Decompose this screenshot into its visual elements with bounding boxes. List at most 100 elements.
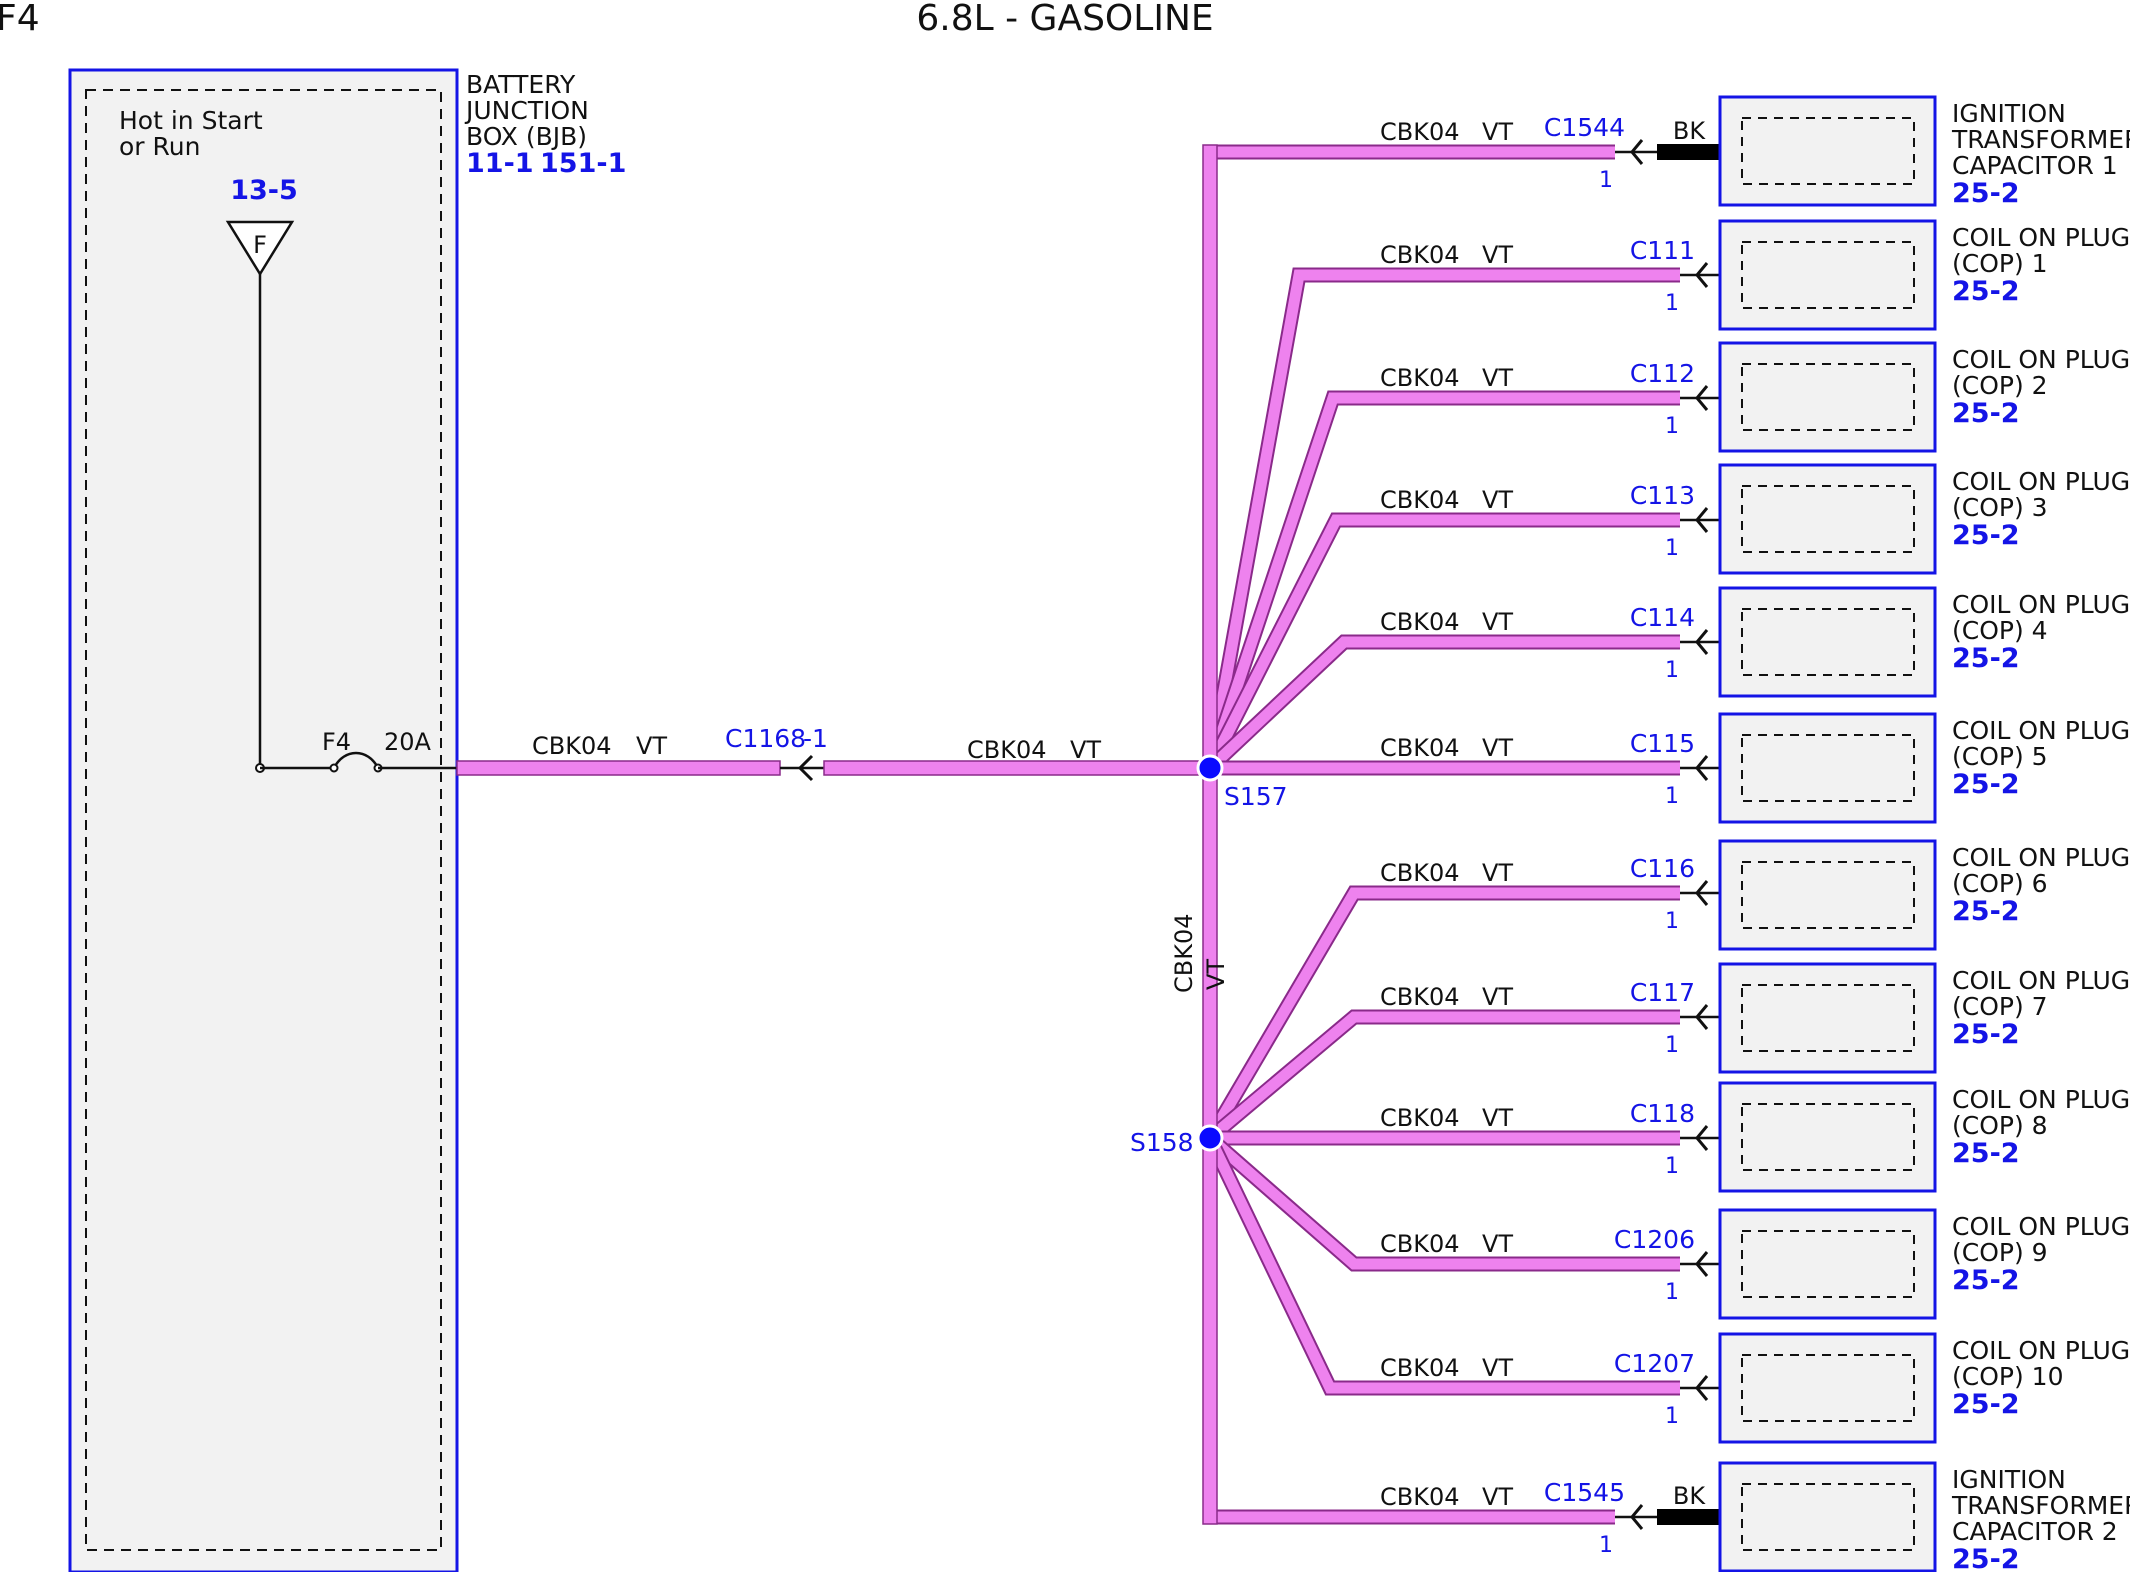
connector-label[interactable]: C111 bbox=[1630, 236, 1695, 265]
branch-wire[interactable] bbox=[1206, 1133, 1680, 1270]
connector-label[interactable]: C1545 bbox=[1544, 1478, 1625, 1507]
connector-pin: 1 bbox=[1599, 1533, 1613, 1558]
connector-arrow-icon bbox=[1695, 880, 1709, 906]
coil-on-plug-component[interactable] bbox=[1718, 463, 1937, 575]
coil-on-plug-component[interactable] bbox=[1718, 962, 1937, 1074]
branch-color-label: VT bbox=[1482, 364, 1513, 392]
coil-on-plug-component[interactable] bbox=[1718, 1332, 1937, 1444]
component-name-line: (COP) 7 bbox=[1952, 992, 2048, 1021]
connector-label[interactable]: C116 bbox=[1630, 854, 1695, 883]
branch-wire[interactable] bbox=[1204, 392, 1680, 770]
splice-s158[interactable] bbox=[1196, 1124, 1224, 1152]
feed-ref-link[interactable]: 13-5 bbox=[230, 175, 298, 206]
splice-s157[interactable] bbox=[1196, 754, 1224, 782]
connector-label[interactable]: C115 bbox=[1630, 729, 1695, 758]
coil-on-plug-component[interactable] bbox=[1718, 341, 1937, 453]
connector-arrow-icon bbox=[1695, 385, 1709, 411]
connector-label[interactable]: C117 bbox=[1630, 978, 1695, 1007]
ignition-capacitor-component[interactable] bbox=[1718, 95, 1937, 207]
pigtail-wire[interactable] bbox=[1657, 144, 1720, 160]
component-ref-link[interactable]: 25-2 bbox=[1952, 896, 2020, 927]
component-ref-link[interactable]: 25-2 bbox=[1952, 520, 2020, 551]
coil-on-plug-component[interactable] bbox=[1718, 839, 1937, 951]
connector-pin: 1 bbox=[1665, 1033, 1679, 1058]
connector-pin: 1 bbox=[1665, 291, 1679, 316]
coil-on-plug-component[interactable] bbox=[1718, 712, 1937, 824]
component-ref-link[interactable]: 25-2 bbox=[1952, 398, 2020, 429]
inline-connector-arrow-icon bbox=[797, 754, 814, 782]
pigtail-color-label: BK bbox=[1673, 117, 1706, 145]
bjb-ref-link-1[interactable]: 11-1 bbox=[466, 148, 534, 179]
branch-color-label: VT bbox=[1482, 608, 1513, 636]
coil-on-plug-component[interactable] bbox=[1718, 1208, 1937, 1320]
wire-segment-2-color: VT bbox=[1070, 736, 1101, 764]
branch-wire[interactable] bbox=[1206, 636, 1680, 773]
pigtail-wire[interactable] bbox=[1657, 1509, 1720, 1525]
trunk-wire[interactable] bbox=[1202, 144, 1218, 1525]
branch-color-label: VT bbox=[1482, 1354, 1513, 1382]
inline-connector-pin: -1 bbox=[803, 724, 828, 753]
coil-on-plug-component[interactable] bbox=[1718, 586, 1937, 698]
branch-color-label: VT bbox=[1482, 1230, 1513, 1258]
component-name-line: COIL ON PLUG bbox=[1952, 843, 2130, 872]
connector-label[interactable]: C1544 bbox=[1544, 113, 1625, 142]
component-ref-link[interactable]: 25-2 bbox=[1952, 178, 2020, 209]
component-box bbox=[1718, 1332, 1937, 1444]
connector-label[interactable]: C112 bbox=[1630, 359, 1695, 388]
branch-wire[interactable] bbox=[1205, 887, 1680, 1141]
component-ref-link[interactable]: 25-2 bbox=[1952, 276, 2020, 307]
component-inner-box bbox=[1741, 734, 1915, 802]
connector-label[interactable]: C114 bbox=[1630, 603, 1695, 632]
component-name-line: COIL ON PLUG bbox=[1952, 1085, 2130, 1114]
component-ref-link[interactable]: 25-2 bbox=[1952, 643, 2020, 674]
coil-on-plug-component[interactable] bbox=[1718, 219, 1937, 331]
component-name-line: (COP) 6 bbox=[1952, 869, 2048, 898]
component-ref-link[interactable]: 25-2 bbox=[1952, 1138, 2020, 1169]
branch-wire[interactable] bbox=[1205, 1135, 1680, 1394]
connector-arrow-icon bbox=[1630, 139, 1644, 165]
connector-pin: 1 bbox=[1665, 414, 1679, 439]
hot-label-line-2: or Run bbox=[119, 132, 200, 161]
connector-pin: 1 bbox=[1665, 1404, 1679, 1429]
branch-circuit-label: CBK04 bbox=[1380, 859, 1460, 887]
component-ref-link[interactable]: 25-2 bbox=[1952, 1544, 2020, 1575]
inline-connector-name[interactable]: C1168 bbox=[725, 724, 806, 753]
connector-label[interactable]: C1206 bbox=[1614, 1225, 1695, 1254]
branch-wire[interactable] bbox=[1204, 269, 1680, 769]
connector-arrow-icon bbox=[1695, 262, 1709, 288]
component-inner-box bbox=[1741, 1483, 1915, 1551]
component-name-line: COIL ON PLUG bbox=[1952, 1212, 2130, 1241]
component-name-line: (COP) 8 bbox=[1952, 1111, 2048, 1140]
wire-segment-2-circuit: CBK04 bbox=[967, 736, 1047, 764]
wire-segment-1[interactable] bbox=[456, 760, 781, 776]
trunk-circuit: CBK04 bbox=[1170, 914, 1198, 994]
connector-label[interactable]: C1207 bbox=[1614, 1349, 1695, 1378]
component-inner-box bbox=[1741, 1230, 1915, 1298]
bjb-ref-link-2[interactable]: 151-1 bbox=[540, 148, 626, 179]
component-name-line: IGNITION bbox=[1952, 99, 2066, 128]
bjb-component[interactable] bbox=[68, 68, 459, 1574]
branch-circuit-label: CBK04 bbox=[1380, 118, 1460, 146]
fuse-name: F4 bbox=[322, 728, 351, 756]
connector-pin: 1 bbox=[1599, 168, 1613, 193]
connector-pin: 1 bbox=[1665, 536, 1679, 561]
ignition-capacitor-component[interactable] bbox=[1718, 1461, 1937, 1573]
component-ref-link[interactable]: 25-2 bbox=[1952, 1019, 2020, 1050]
branch-wire[interactable] bbox=[1205, 514, 1680, 771]
branch-circuit-label: CBK04 bbox=[1380, 1230, 1460, 1258]
component-ref-link[interactable]: 25-2 bbox=[1952, 1265, 2020, 1296]
pigtail-color-label: BK bbox=[1673, 1482, 1706, 1510]
trunk-color: VT bbox=[1202, 959, 1230, 990]
component-name-line: (COP) 10 bbox=[1952, 1362, 2063, 1391]
connector-label[interactable]: C118 bbox=[1630, 1099, 1695, 1128]
coil-on-plug-component[interactable] bbox=[1718, 1081, 1937, 1193]
component-ref-link[interactable]: 25-2 bbox=[1952, 769, 2020, 800]
component-ref-link[interactable]: 25-2 bbox=[1952, 1389, 2020, 1420]
branch-wire[interactable] bbox=[1206, 1011, 1680, 1143]
connector-pin: 1 bbox=[1665, 909, 1679, 934]
component-inner-box bbox=[1741, 241, 1915, 309]
component-name-line: COIL ON PLUG bbox=[1952, 716, 2130, 745]
connector-label[interactable]: C113 bbox=[1630, 481, 1695, 510]
